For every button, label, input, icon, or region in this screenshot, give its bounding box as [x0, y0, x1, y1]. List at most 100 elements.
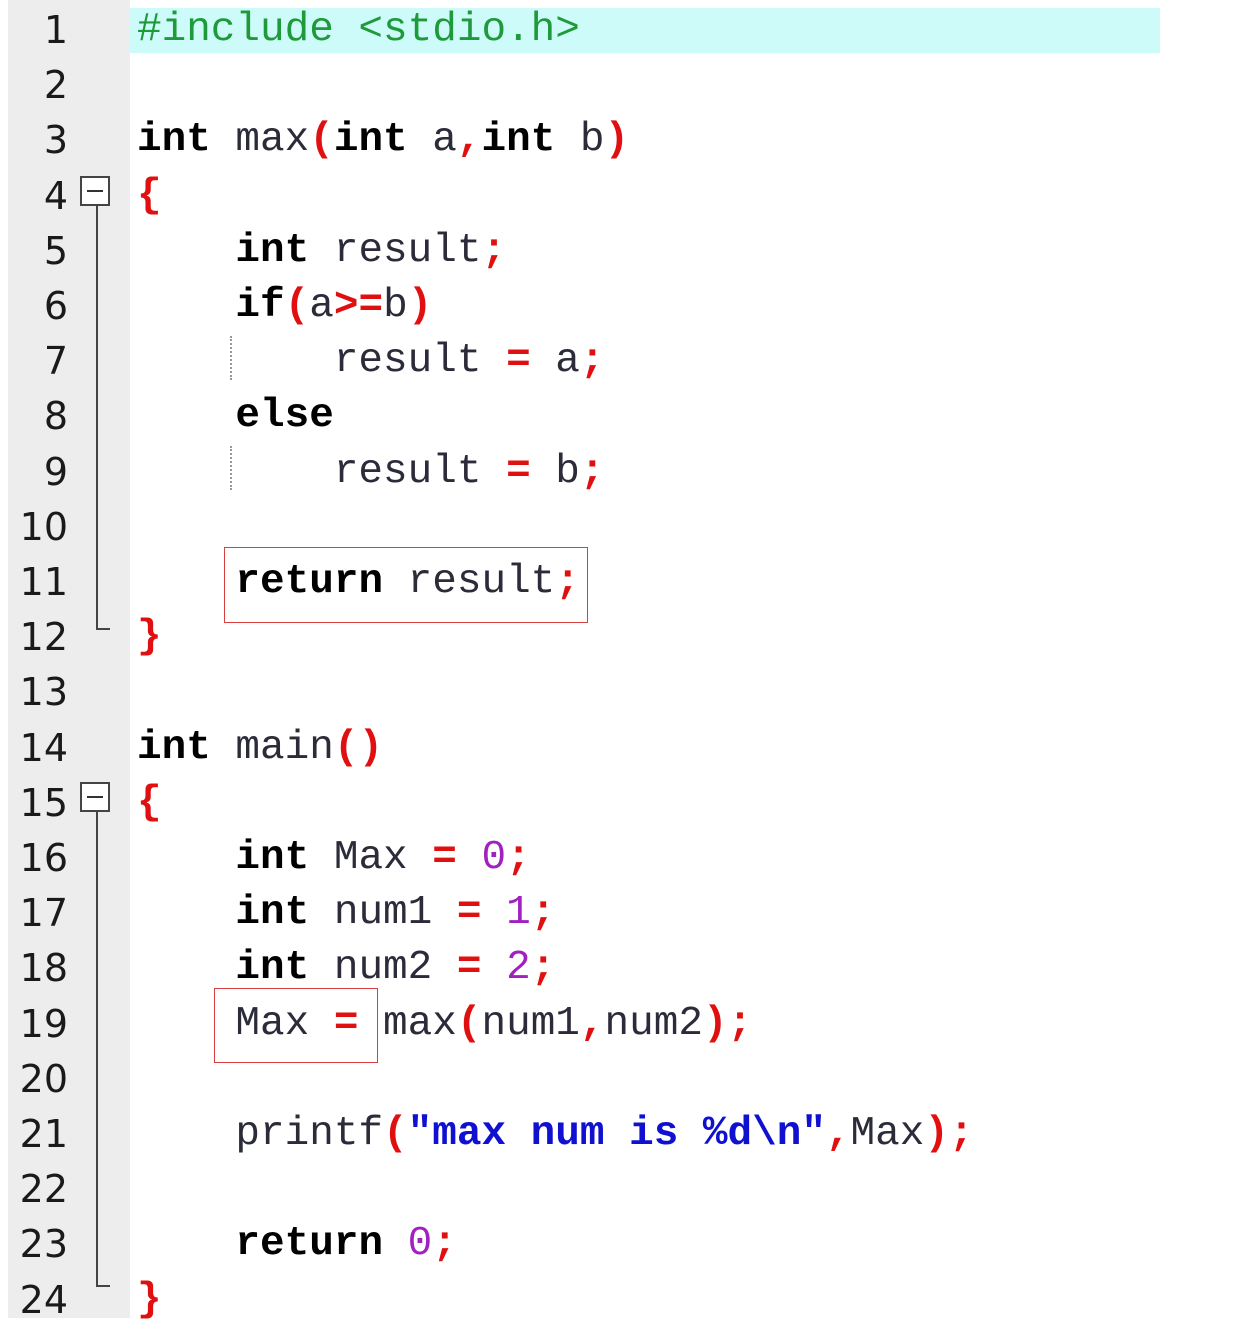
code-token-p: ;	[530, 890, 556, 937]
line-number: 21	[19, 1112, 68, 1156]
code-token-p: >=	[333, 283, 384, 329]
code-token-id	[457, 835, 482, 881]
code-token-num: 2	[506, 945, 531, 992]
code-line[interactable]: }	[137, 610, 162, 665]
code-token-p: =	[432, 835, 457, 881]
line-number: 5	[43, 228, 68, 273]
line-number: 22	[19, 1167, 68, 1212]
line-number: 7	[43, 339, 68, 384]
code-token-kw: int	[235, 835, 310, 881]
code-token-id	[383, 1221, 408, 1267]
code-token-id: result	[309, 227, 482, 274]
code-token-p: ;	[481, 227, 507, 274]
code-token-num: 0	[407, 1221, 433, 1268]
code-token-id: a	[530, 338, 580, 385]
code-token-id: printf	[137, 1111, 384, 1157]
code-token-kw: return	[235, 1221, 384, 1268]
line-number-gutter	[8, 0, 130, 1318]
code-token-id	[137, 559, 235, 605]
code-line[interactable]: int num2 = 2;	[137, 941, 555, 996]
line-number: 13	[19, 670, 68, 715]
code-token-p: {	[137, 779, 162, 826]
code-token-id: main	[210, 724, 334, 771]
code-token-kw: return	[235, 559, 384, 605]
highlight-box-assignment	[214, 988, 378, 1063]
fold-guide-line	[96, 812, 98, 1287]
line-number: 6	[43, 284, 68, 328]
line-number: 4	[43, 173, 68, 218]
code-line[interactable]: int max(int a,int b)	[137, 113, 629, 168]
code-token-kw: else	[235, 393, 334, 440]
code-line[interactable]: Max = max(num1,num2);	[137, 997, 752, 1052]
code-token-str: "max num is %d\n"	[407, 1111, 826, 1157]
line-number: 12	[19, 615, 68, 660]
code-token-p: (	[383, 1111, 408, 1157]
line-number: 9	[43, 449, 68, 494]
indent-guide	[230, 336, 232, 380]
line-number: 24	[19, 1277, 68, 1322]
code-token-kw: int	[481, 117, 556, 164]
code-token-p: );	[702, 1000, 753, 1047]
code-line[interactable]: int num1 = 1;	[137, 886, 555, 941]
code-line[interactable]: result = a;	[137, 334, 605, 389]
code-line[interactable]: {	[137, 776, 162, 831]
code-token-id: a	[309, 283, 334, 329]
code-token-id: num1	[309, 890, 457, 937]
code-line[interactable]: int Max = 0;	[137, 831, 531, 886]
code-token-num: 1	[506, 890, 531, 937]
code-token-p: =	[506, 448, 531, 495]
code-line[interactable]: printf("max num is %d\n",Max);	[137, 1107, 974, 1162]
code-token-p: ;	[506, 835, 531, 881]
line-number: 10	[19, 504, 68, 549]
fold-end-marker	[96, 628, 110, 630]
code-line[interactable]: int main()	[137, 721, 383, 776]
fold-collapse-icon[interactable]	[80, 176, 110, 206]
line-number: 11	[19, 560, 68, 604]
code-line[interactable]: int result;	[137, 224, 506, 279]
code-token-pp: #include <stdio.h>	[137, 7, 580, 53]
code-token-id: max	[210, 117, 310, 164]
code-line[interactable]: else	[137, 389, 334, 444]
line-number: 23	[19, 1222, 68, 1267]
code-token-id: num1	[481, 1000, 580, 1047]
line-number: 14	[19, 725, 68, 770]
code-token-p: (	[309, 117, 334, 164]
code-token-p: {	[137, 172, 162, 219]
code-token-p: (	[456, 1000, 482, 1047]
code-line[interactable]: {	[137, 169, 162, 224]
code-token-id: result	[137, 338, 507, 385]
fold-end-marker	[96, 1285, 110, 1287]
line-number: 19	[19, 1001, 68, 1046]
code-token-id: num2	[309, 945, 457, 992]
code-token-p: );	[924, 1111, 974, 1157]
code-token-id: Max	[850, 1111, 925, 1157]
code-token-kw: int	[235, 227, 310, 274]
fold-collapse-icon[interactable]	[80, 782, 110, 812]
code-token-p: ;	[555, 559, 580, 605]
code-token-id	[137, 393, 235, 439]
code-token-id	[137, 835, 235, 881]
code-token-id: Max	[137, 1000, 334, 1047]
line-number: 2	[43, 63, 68, 108]
indent-guide	[230, 446, 232, 490]
code-line[interactable]: if(a>=b)	[137, 279, 432, 334]
code-token-num: 0	[481, 835, 507, 881]
code-line[interactable]: return result;	[137, 555, 580, 610]
code-token-id: max	[358, 1000, 457, 1047]
code-line[interactable]: }	[137, 1273, 162, 1328]
code-token-id: b	[530, 448, 580, 495]
code-token-p: =	[456, 890, 482, 937]
line-number: 18	[19, 946, 68, 991]
code-line[interactable]: return 0;	[137, 1217, 456, 1272]
code-line[interactable]: result = b;	[137, 445, 605, 500]
current-line-highlight	[130, 8, 1160, 53]
code-token-id	[481, 945, 506, 991]
code-token-p: ,	[579, 1000, 605, 1047]
line-number: 15	[19, 780, 68, 825]
code-line[interactable]: #include <stdio.h>	[137, 3, 580, 58]
line-number: 17	[19, 891, 68, 936]
code-token-id	[481, 890, 506, 936]
fold-guide-line	[96, 206, 98, 630]
code-token-p: =	[506, 338, 531, 385]
code-token-id: result	[383, 559, 556, 605]
